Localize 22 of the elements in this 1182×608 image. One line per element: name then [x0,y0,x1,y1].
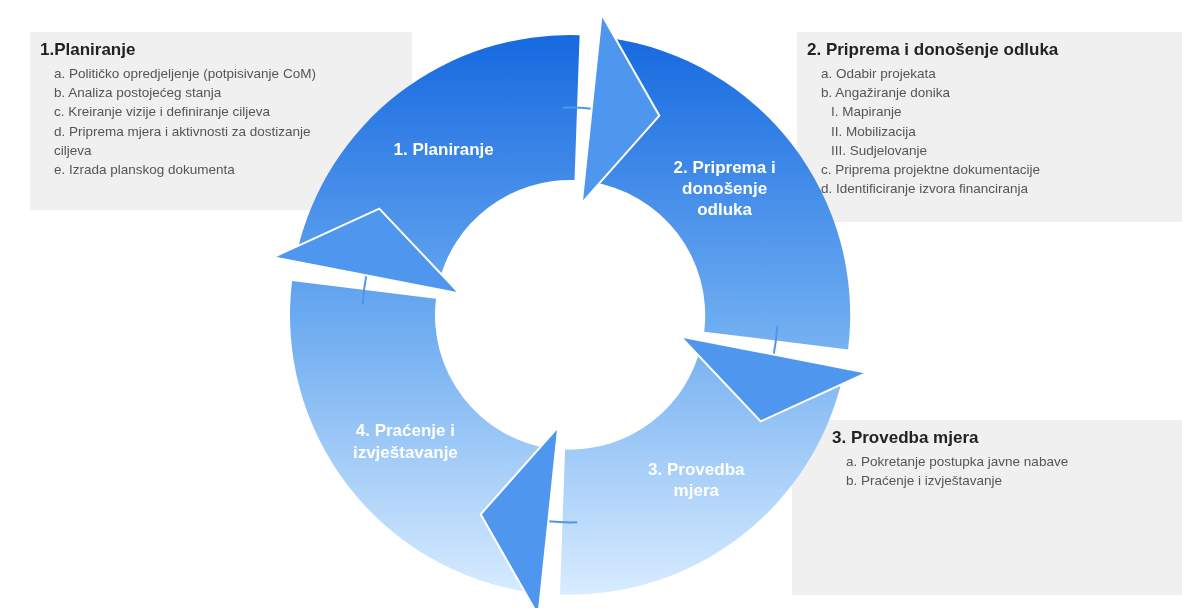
panel-heading: 1.Planiranje [40,39,137,61]
list-item: III. Sudjelovanje [830,141,929,160]
panel-heading: 2. Priprema i donošenje odluka [807,39,1060,61]
segment-label: 3. Provedba mjera [647,458,746,501]
panel-heading: 3. Provedba mjera [832,427,980,449]
list-item: a. Odabir projekata [820,65,937,84]
list-item: b. Praćenje i izvještavanje [845,472,1004,491]
list-item: a. Pokretanje postupka javne nabave [845,453,1070,472]
list-item: a. Političko opredjeljenje (potpisivanje CoM) [53,65,317,84]
list-item: b. Angažiranje donika [820,84,952,103]
info-panel [797,32,1182,222]
segment-label: 1. Planiranje [392,139,495,161]
list-item: c. Kreiranje vizije i definiranje ciljeva [53,103,272,122]
segment-label: 4. Praćenje i izvještavanje [351,420,459,463]
info-panel [792,420,1182,595]
list-item: II. Mobilizacija [830,122,917,141]
list-item: c. Priprema projektne dokumentacije [820,160,1042,179]
segment-label: 2. Priprema i donošenje odluka [672,156,777,221]
list-item: e. Izrada planskog dokumenta [53,160,236,179]
list-item: b. Analiza postojećeg stanja [53,84,223,103]
list-item: d. Identificiranje izvora financiranja [820,180,1030,199]
list-item: I. Mapiranje [830,103,903,122]
